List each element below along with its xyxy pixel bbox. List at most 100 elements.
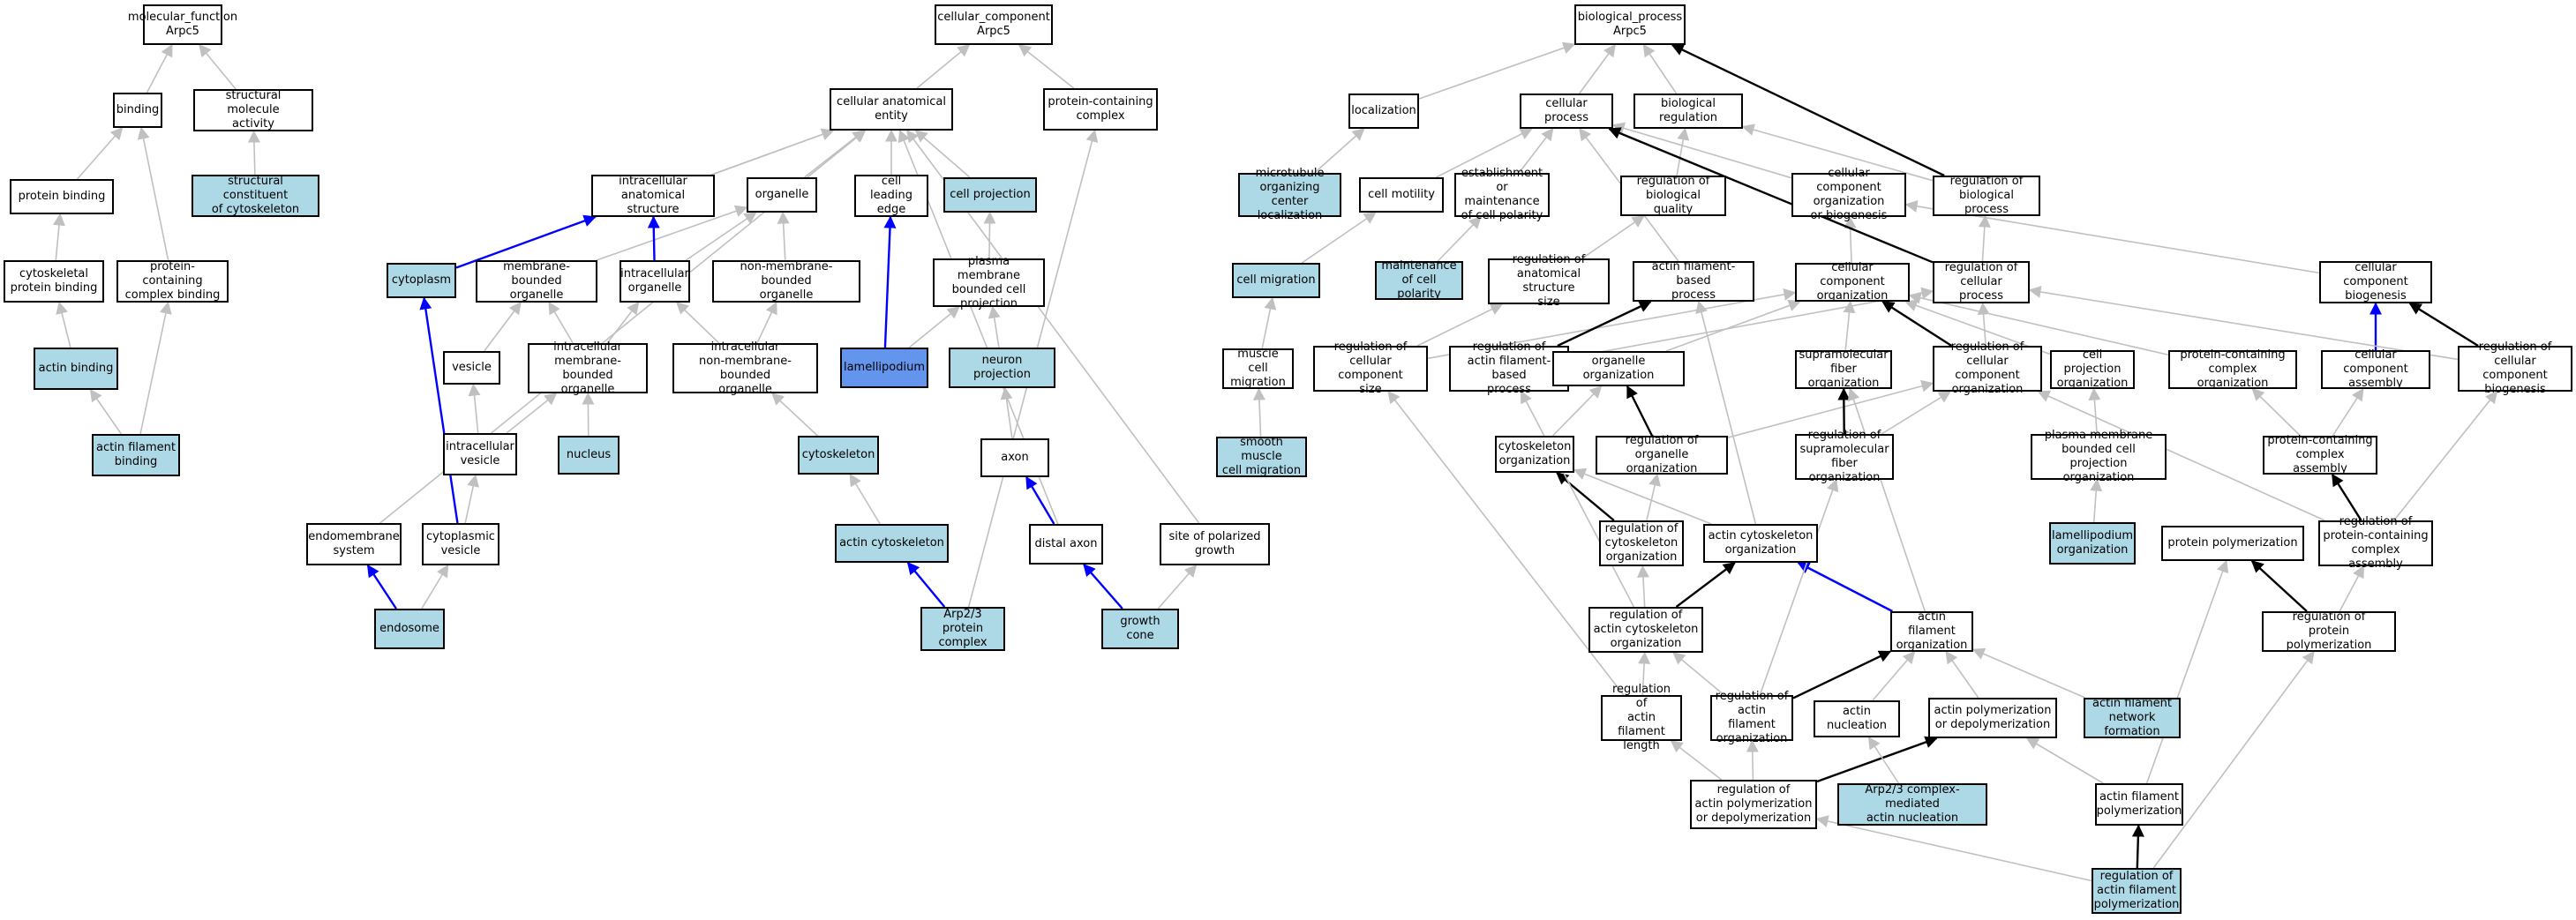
edge-regulates-reg-ccb-to-ccb — [2408, 302, 2479, 348]
go-term-cell-process[interactable]: cellular process — [1520, 93, 1613, 129]
edge-is-a-reg-apd-to-reg-afo — [1746, 739, 1759, 781]
go-term-bp[interactable]: biological_process Arpc5 — [1574, 4, 1686, 45]
go-term-afo[interactable]: actin filament organization — [1890, 610, 1973, 652]
go-term-est-cell-pol[interactable]: establishment or maintenance of cell pol… — [1454, 167, 1550, 222]
go-term-actin-binding[interactable]: actin binding — [34, 348, 118, 390]
go-term-arp23[interactable]: Arp2/3 protein complex — [920, 607, 1005, 651]
go-term-mtoc-loc[interactable]: microtubule organizing center localizati… — [1238, 167, 1341, 222]
go-term-vesicle[interactable]: vesicle — [443, 351, 500, 385]
go-term-reg-anat-size[interactable]: regulation of anatomical structure size — [1488, 253, 1610, 309]
go-term-prot-poly[interactable]: protein polymerization — [2161, 526, 2304, 561]
edge-is-a-cell-proj-to-cae — [914, 130, 971, 178]
go-term-spg[interactable]: site of polarized growth — [1160, 523, 1270, 565]
go-term-afbp[interactable]: actin filament-based process — [1633, 260, 1754, 302]
go-term-localization[interactable]: localization — [1348, 93, 1419, 129]
go-term-reg-cc-size[interactable]: regulation of cellular component size — [1313, 340, 1428, 396]
go-term-pmbcp[interactable]: plasma membrane bounded cell projection — [933, 255, 1045, 310]
edge-part-of-arp23-to-actin-cyto-cc — [906, 561, 946, 608]
go-term-neuron-proj[interactable]: neuron projection — [949, 348, 1055, 388]
go-term-actin-fil-binding[interactable]: actin filament binding — [92, 434, 180, 476]
go-term-actin-cyto-cc[interactable]: actin cytoskeleton — [835, 524, 949, 563]
go-term-af-network[interactable]: actin filament network formation — [2084, 697, 2181, 738]
go-term-reg-cell-proc[interactable]: regulation of cellular process — [1933, 261, 2030, 303]
go-term-organelle[interactable]: organelle — [747, 177, 817, 213]
go-term-reg-org-org[interactable]: regulation of organelle organization — [1596, 434, 1728, 475]
go-term-bio-reg[interactable]: biological regulation — [1633, 93, 1743, 129]
go-term-imbo[interactable]: intracellular membrane-bounded organelle — [528, 340, 648, 396]
go-term-struct-cyto[interactable]: structural constituent of cytoskeleton — [192, 175, 319, 217]
go-term-reg-afo[interactable]: regulation of actin filament organizatio… — [1710, 690, 1793, 745]
go-term-cell-motility[interactable]: cell motility — [1359, 177, 1444, 213]
go-term-supramol-fib[interactable]: supramolecular fiber organization — [1795, 348, 1892, 390]
go-term-struct-mol[interactable]: structural molecule activity — [193, 89, 313, 131]
edge-is-a-reg-afo-to-reg-aco — [1672, 652, 1725, 696]
go-term-cell-proj-org[interactable]: cell projection organization — [2050, 348, 2135, 390]
go-term-ccb[interactable]: cellular component biogenesis — [2319, 261, 2432, 303]
go-term-lamelli-org[interactable]: lamellipodium organization — [2049, 522, 2136, 565]
edge-regulates-reg-cell-proc-to-cell-process — [1608, 127, 1934, 264]
go-term-cc[interactable]: cellular_component Arpc5 — [935, 4, 1053, 45]
go-term-reg-pc-assembly[interactable]: regulation of protein-containing complex… — [2318, 515, 2433, 571]
go-term-endomem[interactable]: endomembrane system — [306, 523, 402, 565]
go-term-protein-binding[interactable]: protein binding — [10, 179, 114, 214]
go-term-smooth-mcm[interactable]: smooth muscle cell migration — [1216, 436, 1307, 477]
go-term-prot-complex-binding[interactable]: protein-containing complex binding — [116, 260, 229, 303]
go-term-reg-afbp[interactable]: regulation of actin filament-based proce… — [1449, 340, 1569, 396]
edge-is-a-cell-proj-org-to-cco — [1904, 299, 2051, 355]
go-term-af-poly[interactable]: actin filament polymerization — [2095, 783, 2183, 826]
go-term-reg-cyto-org[interactable]: regulation of cytoskeleton organization — [1599, 520, 1684, 566]
go-term-reg-prot-poly[interactable]: regulation of protein polymerization — [2262, 610, 2396, 652]
go-term-axon[interactable]: axon — [980, 438, 1049, 477]
go-term-cyto-org[interactable]: cytoskeleton organization — [1495, 436, 1574, 473]
go-term-nmbo[interactable]: non-membrane-bounded organelle — [712, 260, 860, 303]
go-term-cytoplasm[interactable]: cytoplasm — [387, 263, 456, 298]
go-term-reg-ccb[interactable]: regulation of cellular component biogene… — [2458, 340, 2572, 396]
go-term-pc-assembly[interactable]: protein-containing complex assembly — [2263, 434, 2377, 475]
go-term-actin-nuc[interactable]: actin nucleation — [1814, 700, 1900, 737]
go-term-nucleus[interactable]: nucleus — [558, 436, 620, 475]
go-term-maint-cell-pol[interactable]: maintenance of cell polarity — [1375, 259, 1463, 301]
go-term-reg-bio-quality[interactable]: regulation of biological quality — [1620, 175, 1726, 216]
go-term-muscle-cell-mig[interactable]: muscle cell migration — [1222, 348, 1294, 389]
go-term-reg-af-length[interactable]: regulation of actin filament length — [1601, 683, 1682, 752]
go-term-organelle-org[interactable]: organelle organization — [1552, 351, 1685, 386]
go-term-io[interactable]: intracellular organelle — [620, 260, 690, 303]
go-term-binding[interactable]: binding — [113, 93, 162, 128]
go-term-actin-cyto-org[interactable]: actin cytoskeleton organization — [1703, 524, 1818, 563]
go-term-pc-org[interactable]: protein-containing complex organization — [2168, 348, 2297, 390]
go-term-cytoskeleton[interactable]: cytoskeleton — [798, 436, 879, 475]
edge-is-a-neuron-proj-to-pmbcp — [988, 305, 1001, 348]
edge-is-a-reg-afbp-to-reg-cell-proc — [1568, 287, 1934, 359]
go-term-cell-migration[interactable]: cell migration — [1232, 263, 1320, 298]
go-term-cae[interactable]: cellular anatomical entity — [830, 88, 953, 131]
go-term-cle[interactable]: cell leading edge — [854, 175, 928, 217]
go-term-cell-proj[interactable]: cell projection — [943, 177, 1037, 213]
go-term-reg-af-poly[interactable]: regulation of actin filament polymerizat… — [2092, 868, 2182, 914]
go-term-reg-bio-proc[interactable]: regulation of biological process — [1933, 175, 2040, 216]
go-term-ias[interactable]: intracellular anatomical structure — [591, 175, 715, 217]
go-term-cco-or-biog[interactable]: cellular component organization or bioge… — [1791, 167, 1906, 222]
go-term-arp23-nuc[interactable]: Arp2/3 complex-mediated actin nucleation — [1837, 783, 1987, 826]
go-term-reg-aco[interactable]: regulation of actin cytoskeleton organiz… — [1588, 607, 1703, 653]
edge-regulates-reg-bio-proc-to-bp — [1671, 43, 1945, 177]
go-term-cco[interactable]: cellular component organization — [1795, 261, 1910, 303]
go-term-mf[interactable]: molecular_function Arpc5 — [128, 4, 237, 45]
go-term-pcc[interactable]: protein-containing complex — [1043, 88, 1158, 131]
go-term-cyto-prot-binding[interactable]: cytoskeletal protein binding — [4, 260, 104, 303]
edge-is-a-pc-assembly-to-pc-org — [2251, 388, 2302, 437]
go-term-endosome[interactable]: endosome — [374, 609, 445, 649]
go-term-lamellipodium[interactable]: lamellipodium — [840, 348, 928, 388]
edge-is-a-actin-nuc-to-afo — [1872, 650, 1916, 701]
go-term-ivesicle[interactable]: intracellular vesicle — [443, 433, 517, 475]
go-term-cc-assembly[interactable]: cellular component assembly — [2321, 348, 2430, 390]
go-term-growth-cone[interactable]: growth cone — [1101, 609, 1179, 649]
go-term-cytovesicle[interactable]: cytoplasmic vesicle — [422, 523, 499, 565]
go-term-inmbo[interactable]: intracellular non-membrane-bounded organ… — [672, 340, 818, 396]
go-term-actin-poly-depoly[interactable]: actin polymerization or depolymerization — [1928, 698, 2057, 738]
go-term-reg-supramol[interactable]: regulation of supramolecular fiber organ… — [1795, 429, 1894, 484]
go-term-distal-axon[interactable]: distal axon — [1029, 524, 1103, 565]
go-term-pmbcp-org[interactable]: plasma membrane bounded cell projection … — [2031, 429, 2167, 484]
go-term-mbo[interactable]: membrane-bounded organelle — [476, 260, 597, 303]
go-term-reg-cco[interactable]: regulation of cellular component organiz… — [1933, 340, 2042, 396]
go-term-reg-apd[interactable]: regulation of actin polymerization or de… — [1690, 780, 1817, 829]
